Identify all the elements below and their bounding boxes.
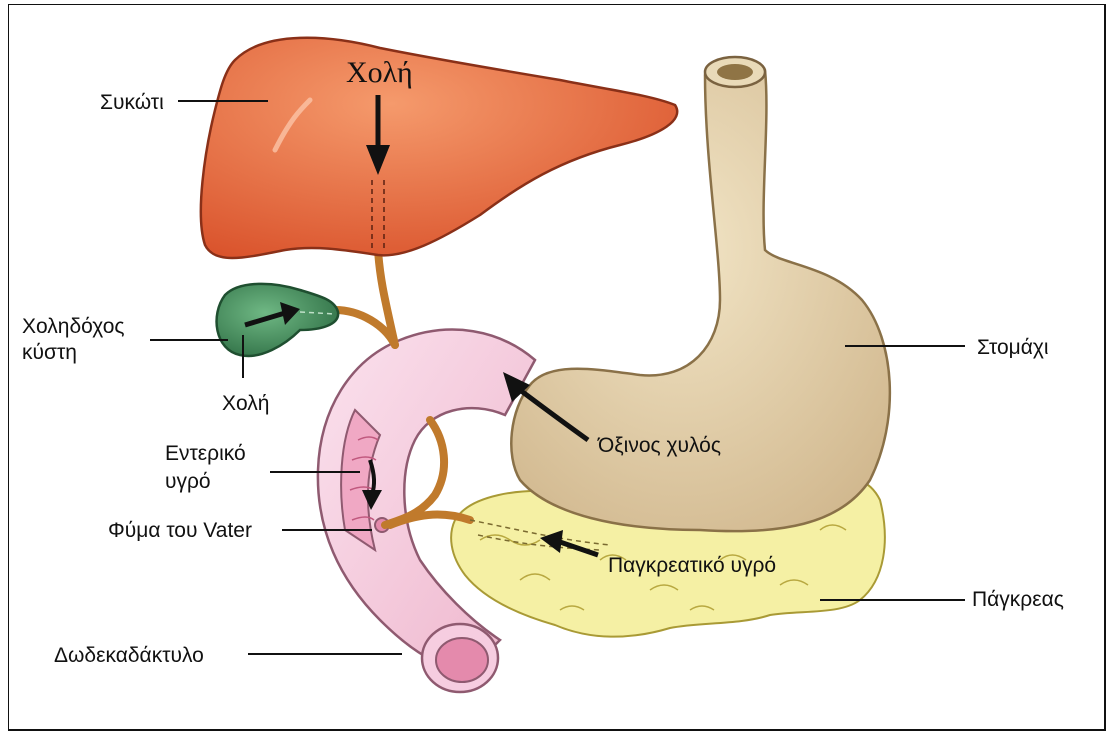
- label-pancreas: Πάγκρεας: [972, 588, 1064, 611]
- label-pancreatic-juice: Παγκρεατικό υγρό: [608, 554, 776, 577]
- liver: [201, 38, 677, 258]
- label-gallbladder-2: κύστη: [22, 341, 77, 364]
- label-liver: Συκώτι: [100, 91, 164, 114]
- label-intestinal-2: υγρό: [165, 470, 211, 493]
- label-acidic-chyme: Όξινος χυλός: [597, 434, 721, 457]
- gallbladder: [217, 284, 339, 356]
- label-stomach: Στομάχι: [977, 336, 1049, 359]
- label-bile-gallbladder: Χολή: [222, 392, 269, 415]
- label-gallbladder-1: Χοληδόχος: [22, 315, 125, 338]
- label-bile-top: Χολή: [346, 56, 413, 89]
- label-vater: Φύμα του Vater: [108, 519, 252, 542]
- label-duodenum: Δωδεκαδάκτυλο: [54, 644, 204, 667]
- label-intestinal-1: Εντερικό: [165, 442, 246, 465]
